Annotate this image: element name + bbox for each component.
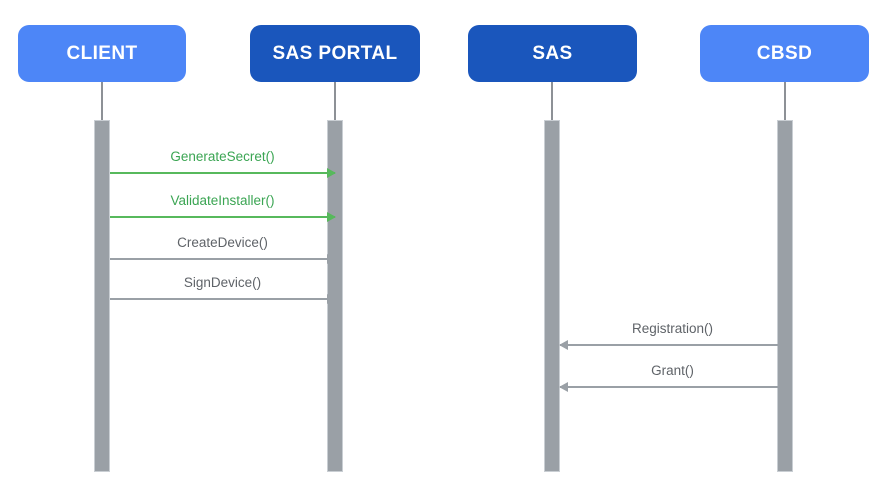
lifeline-sas xyxy=(551,82,553,120)
participant-label-client: CLIENT xyxy=(66,43,138,64)
message-line-registration xyxy=(560,344,785,346)
participant-box-client[interactable]: CLIENT xyxy=(18,25,186,82)
activation-bar-cbsd xyxy=(777,120,793,472)
message-label-generate-secret: GenerateSecret() xyxy=(170,149,275,165)
activation-bar-sas xyxy=(544,120,560,472)
message-line-generate-secret xyxy=(110,172,335,174)
participant-label-cbsd: CBSD xyxy=(756,43,813,64)
lifeline-sas-portal xyxy=(334,82,336,120)
message-label-grant: Grant() xyxy=(651,363,694,379)
activation-bar-client xyxy=(94,120,110,472)
arrow-head-generate-secret xyxy=(327,168,336,178)
message-line-create-device xyxy=(110,258,335,260)
message-label-registration: Registration() xyxy=(631,321,714,337)
message-label-create-device: CreateDevice() xyxy=(177,235,268,251)
arrow-head-validate-installer xyxy=(327,212,336,222)
arrow-head-sign-device xyxy=(327,294,336,304)
message-line-validate-installer xyxy=(110,216,335,218)
participant-label-sas-portal: SAS PORTAL xyxy=(272,43,398,64)
message-label-sign-device: SignDevice() xyxy=(183,275,262,291)
message-label-validate-installer: ValidateInstaller() xyxy=(170,193,275,209)
message-line-grant xyxy=(560,386,785,388)
message-line-sign-device xyxy=(110,298,335,300)
lifeline-cbsd xyxy=(784,82,786,120)
participant-box-cbsd[interactable]: CBSD xyxy=(700,25,869,82)
participant-box-sas[interactable]: SAS xyxy=(468,25,637,82)
arrow-head-create-device xyxy=(327,254,336,264)
lifeline-client xyxy=(101,82,103,120)
arrow-head-grant xyxy=(559,382,568,392)
participant-box-sas-portal[interactable]: SAS PORTAL xyxy=(250,25,420,82)
participant-label-sas: SAS xyxy=(532,43,573,64)
arrow-head-registration xyxy=(559,340,568,350)
